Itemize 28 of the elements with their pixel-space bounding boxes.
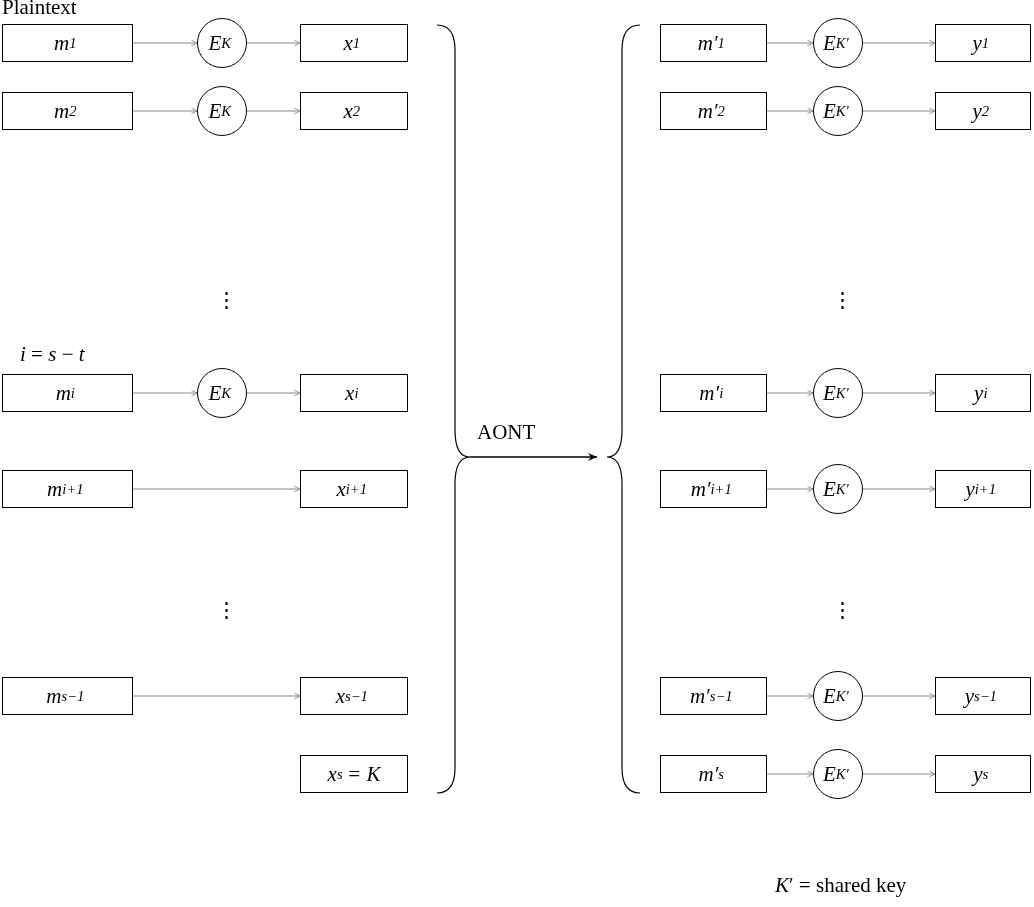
arrow xyxy=(862,389,936,397)
vertical-ellipsis: ⋮ xyxy=(216,290,237,311)
arrow xyxy=(766,770,814,778)
arrow xyxy=(862,107,936,115)
arrow xyxy=(246,389,301,397)
transform-label: AONT xyxy=(477,422,536,443)
arrow xyxy=(766,692,814,700)
arrow xyxy=(862,485,936,493)
vertical-ellipsis: ⋮ xyxy=(832,290,853,311)
arrow xyxy=(132,107,198,115)
arrow xyxy=(132,389,198,397)
arrow xyxy=(766,107,814,115)
arrow xyxy=(246,39,301,47)
arrow xyxy=(766,389,814,397)
heading-text: Plaintext xyxy=(2,0,77,18)
arrow xyxy=(132,39,198,47)
arrow xyxy=(862,770,936,778)
arrow xyxy=(766,39,814,47)
node-note: i = s − t xyxy=(20,344,85,365)
vertical-ellipsis: ⋮ xyxy=(832,600,853,621)
arrow xyxy=(132,692,301,700)
arrow xyxy=(246,107,301,115)
arrow xyxy=(766,485,814,493)
arrow xyxy=(862,39,936,47)
arrow xyxy=(862,692,936,700)
vertical-ellipsis: ⋮ xyxy=(216,600,237,621)
note-text: K′ = shared key xyxy=(775,875,907,896)
arrow xyxy=(132,485,301,493)
